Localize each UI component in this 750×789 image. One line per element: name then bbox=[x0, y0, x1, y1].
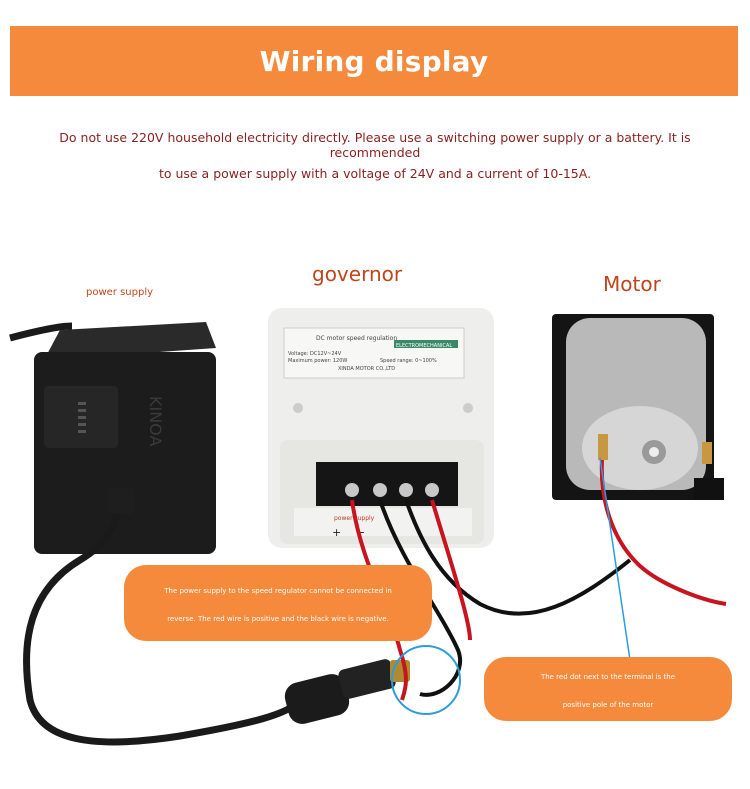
controller-voltage: Voltage: DC12V~24V bbox=[288, 351, 342, 357]
callout-motor-pole: The red dot next to the terminal is the … bbox=[484, 657, 732, 721]
label-power-supply: power supply bbox=[86, 287, 154, 298]
connector-highlight-ring bbox=[391, 645, 461, 715]
callout-polarity-line-1: The power supply to the speed regulator … bbox=[164, 587, 392, 595]
terminal-minus: − bbox=[356, 526, 365, 539]
speed-controller: DC motor speed regulation ELECTROMECHANI… bbox=[268, 308, 494, 548]
callout-motor-pole-line-1: The red dot next to the terminal is the bbox=[540, 673, 676, 681]
terminal-plus: + bbox=[332, 526, 341, 539]
motor-black-wire bbox=[404, 499, 632, 616]
adapter-output-cable bbox=[23, 491, 303, 746]
power-adapter: KINOA bbox=[34, 322, 216, 554]
pointer-line bbox=[599, 457, 631, 661]
adapter-brand: KINOA bbox=[146, 396, 165, 446]
title-banner: Wiring display bbox=[10, 26, 738, 96]
motor-red-wire-b bbox=[599, 459, 727, 606]
label-governor: governor bbox=[312, 262, 403, 286]
controller-black-wire bbox=[378, 499, 462, 697]
controller-max-power: Maximum power: 120W bbox=[288, 358, 347, 364]
motor bbox=[552, 314, 724, 500]
notice-line-2: to use a power supply with a voltage of … bbox=[158, 166, 592, 181]
label-motor: Motor bbox=[603, 272, 661, 296]
dc-connector bbox=[284, 659, 410, 724]
controller-title: DC motor speed regulation bbox=[316, 335, 397, 342]
motor-red-wire-a bbox=[430, 499, 472, 641]
controller-speed-range: Speed range: 0~100% bbox=[380, 358, 437, 364]
controller-brand: ELECTROMECHANICAL bbox=[396, 343, 452, 349]
adapter-input-cable bbox=[9, 322, 73, 342]
notice-line-1: Do not use 220V household electricity di… bbox=[59, 130, 691, 160]
callout-motor-pole-line-2: positive pole of the motor bbox=[562, 701, 654, 709]
callout-polarity: The power supply to the speed regulator … bbox=[124, 565, 432, 641]
controller-maker: XINDA MOTOR CO.,LTD bbox=[338, 366, 395, 372]
page-title: Wiring display bbox=[259, 44, 489, 78]
callout-polarity-line-2: reverse. The red wire is positive and th… bbox=[167, 615, 389, 623]
